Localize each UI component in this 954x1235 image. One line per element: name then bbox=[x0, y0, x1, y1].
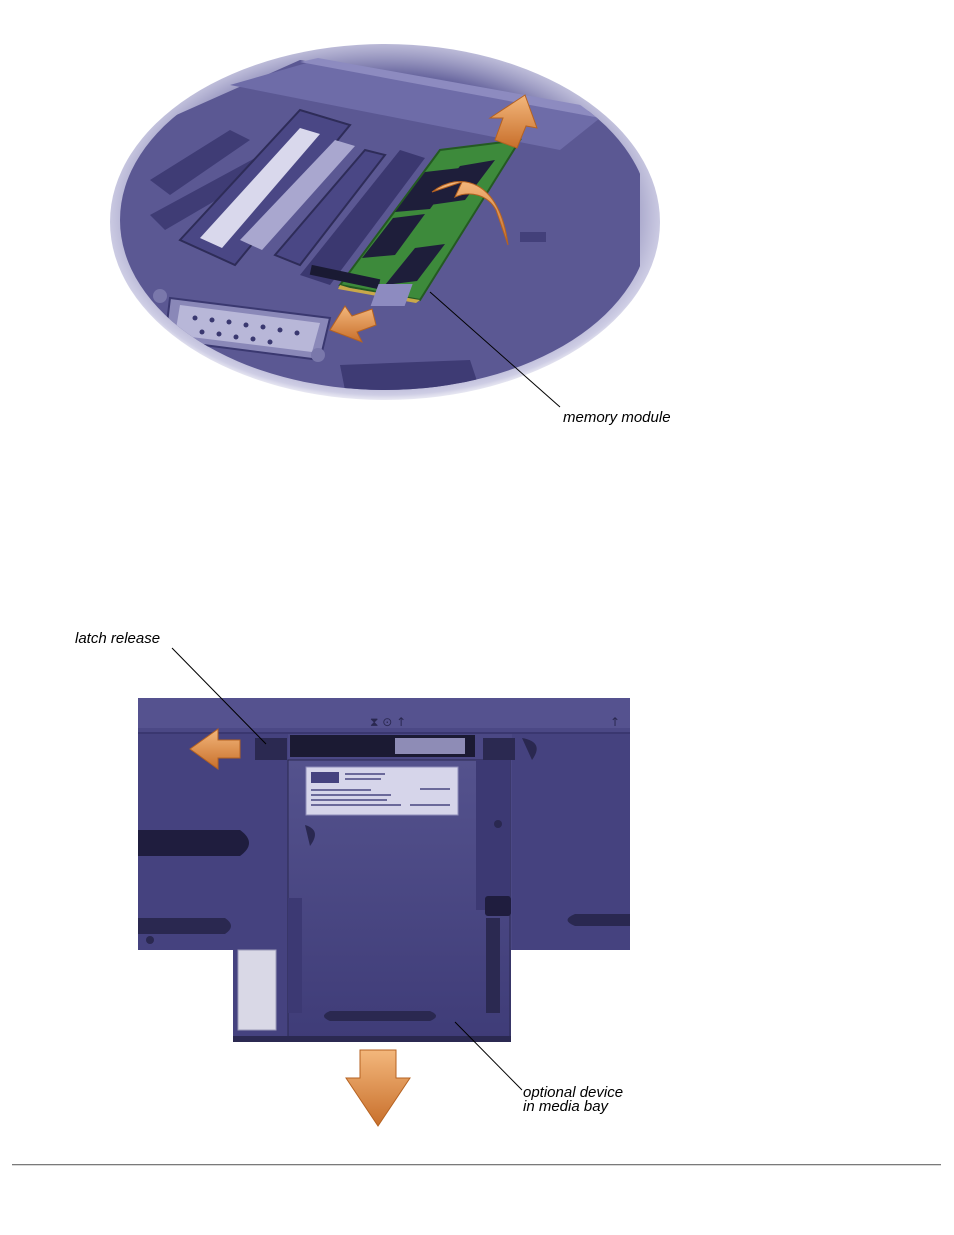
rotate-arrow bbox=[431, 181, 509, 246]
horizontal-rule bbox=[12, 1164, 941, 1166]
media-bay-illustration: ⧗ ⊙ ↑ ↑ bbox=[138, 698, 630, 1127]
latch-release-arrow bbox=[189, 728, 241, 770]
latch-arrow bbox=[329, 305, 377, 343]
svg-text:⧗ ⊙ ↑: ⧗ ⊙ ↑ bbox=[370, 715, 406, 729]
pull-out-arrow bbox=[488, 94, 538, 149]
callout-latch-release: latch release bbox=[75, 630, 161, 647]
svg-text:↑: ↑ bbox=[610, 715, 620, 729]
callout-memory-module: memory module bbox=[563, 409, 671, 426]
callout-optional-device-line2: in media bay bbox=[523, 1098, 609, 1115]
remove-device-arrow bbox=[345, 1049, 411, 1127]
callout-optional-device-line1: optional device bbox=[523, 1084, 624, 1101]
